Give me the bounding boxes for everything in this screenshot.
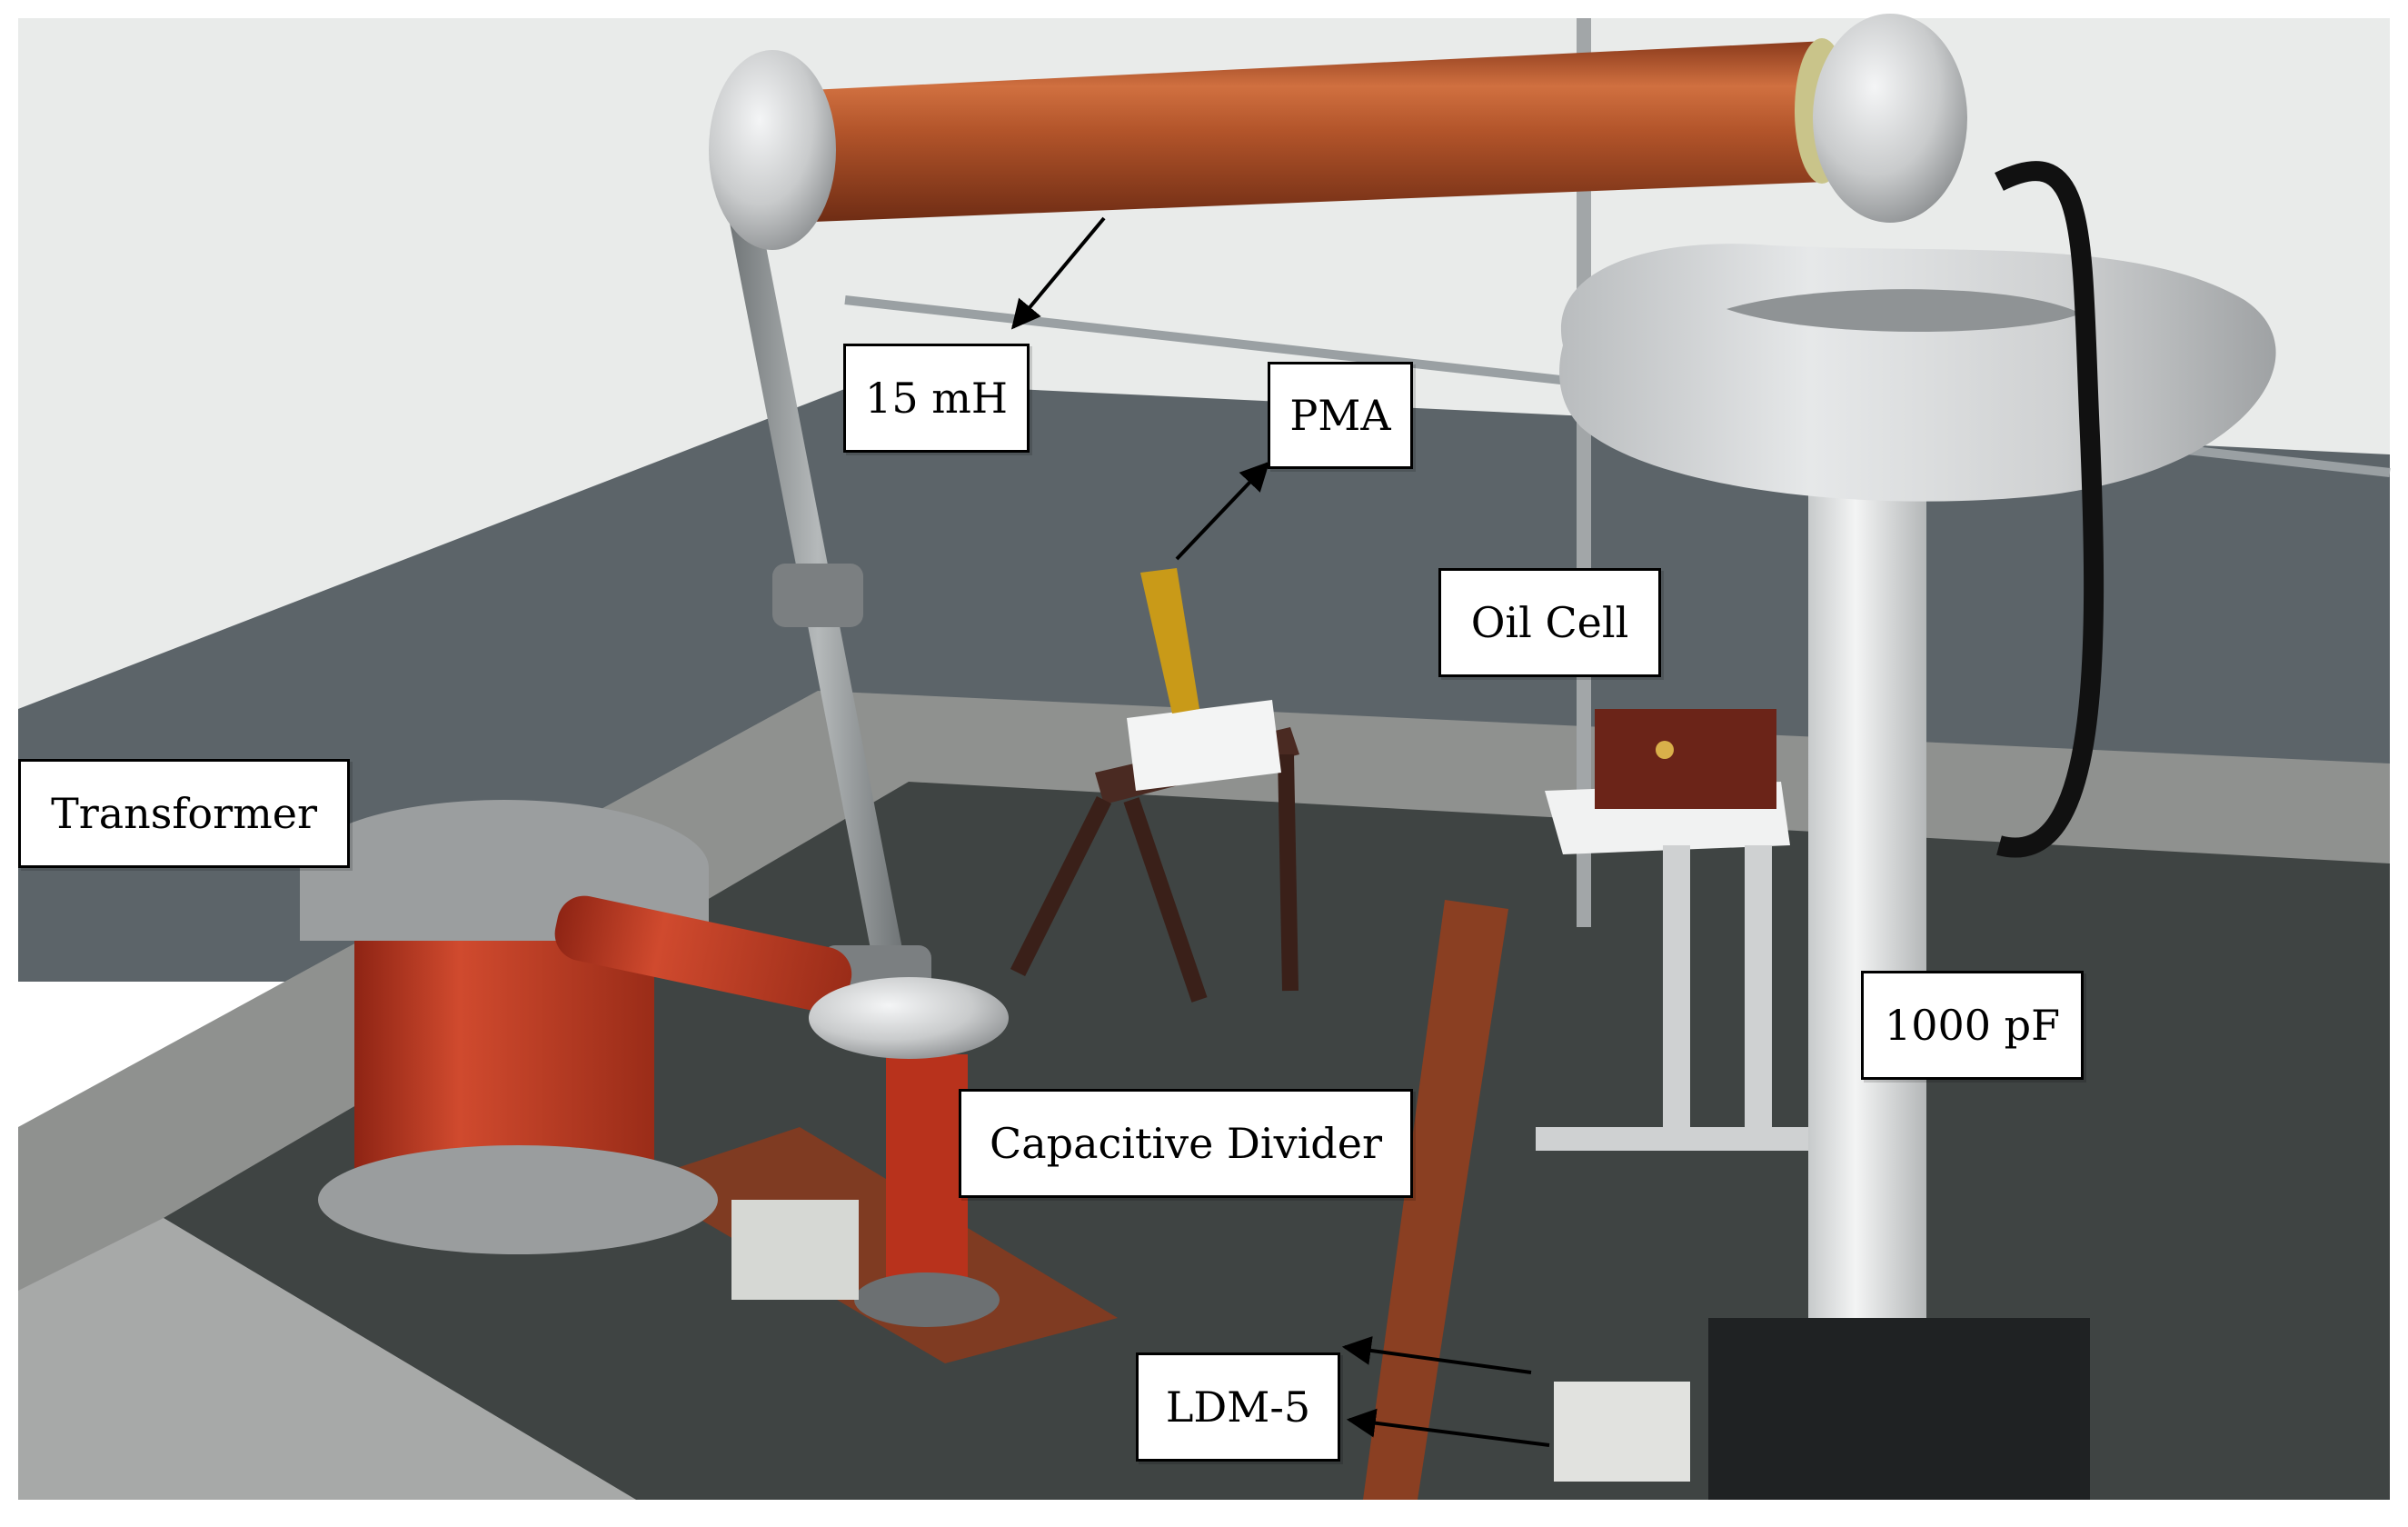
arrow-pma	[1175, 461, 1270, 561]
label-1000pf: 1000 pF	[1861, 971, 2084, 1080]
capacitor-column	[1808, 454, 1926, 1472]
ldm-base-frame	[1708, 1318, 2090, 1500]
capacitive-divider	[886, 1054, 968, 1300]
ldm-device	[1554, 1382, 1690, 1482]
label-pma: PMA	[1268, 362, 1413, 469]
label-capacitive-divider: Capacitive Divider	[959, 1089, 1413, 1198]
divider-base	[854, 1272, 1000, 1327]
lab-rod	[1577, 18, 1591, 927]
control-box	[731, 1200, 859, 1300]
inductor-sphere-right	[1813, 14, 1967, 223]
label-oil-cell: Oil Cell	[1438, 568, 1661, 677]
arrow-inductor	[1010, 216, 1106, 330]
inductor-sphere-left	[709, 50, 836, 250]
pma-stool-leg-2	[1123, 797, 1208, 1003]
pma-sample	[1140, 568, 1199, 714]
divider-top-ring	[809, 977, 1009, 1059]
rod-clamp-upper	[772, 564, 863, 627]
oil-cell-leg-right	[1745, 845, 1772, 1136]
label-ldm-5: LDM-5	[1136, 1352, 1340, 1462]
capacitor-torus	[1559, 244, 2276, 502]
floor-mat-light	[18, 1218, 636, 1500]
arrow-ldm-lower	[1346, 1408, 1550, 1447]
label-transformer: Transformer	[18, 759, 350, 868]
pma-stool-leg-3	[1278, 754, 1299, 992]
oil-cell-terminal	[1656, 741, 1674, 759]
transformer-base	[318, 1145, 718, 1254]
capacitor-torus-hole	[1726, 289, 2081, 332]
hv-cable	[1995, 161, 2105, 858]
copper-strip-1	[1363, 900, 1508, 1500]
oil-cell-leg-left	[1663, 845, 1690, 1136]
oil-cell-box	[1595, 709, 1776, 809]
pma-stool-leg-1	[1010, 795, 1112, 977]
arrow-ldm-upper	[1341, 1336, 1532, 1374]
oil-cell-foot	[1536, 1127, 1808, 1151]
inductor-coil	[791, 41, 1826, 223]
pma-holder	[1127, 700, 1281, 791]
transformer-bushing	[554, 895, 852, 1013]
label-15mh: 15 mH	[843, 344, 1030, 453]
